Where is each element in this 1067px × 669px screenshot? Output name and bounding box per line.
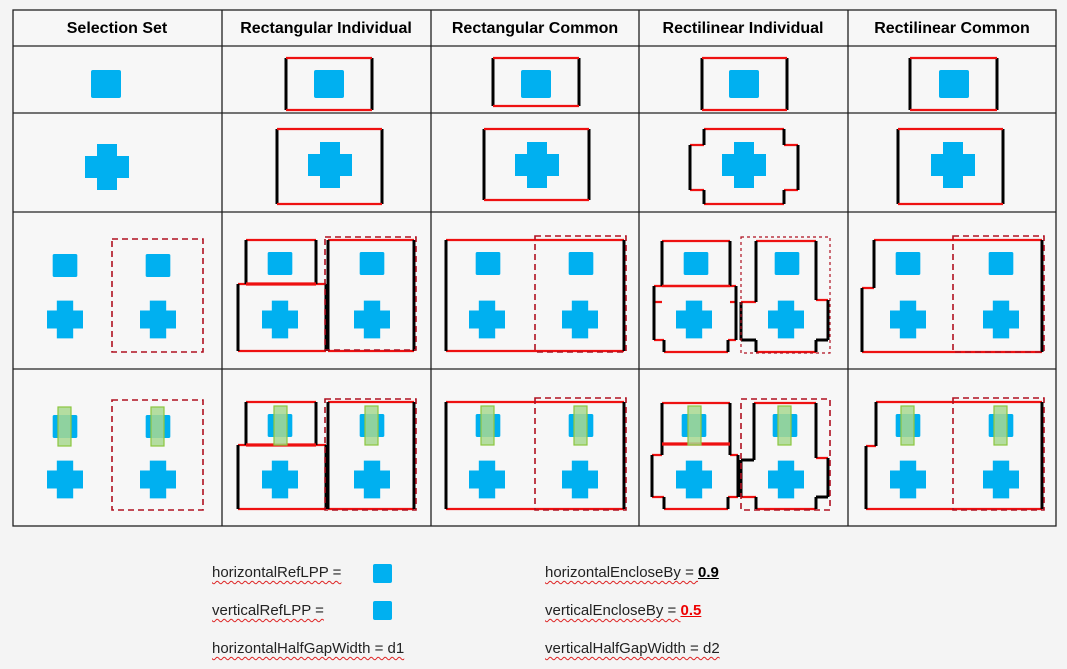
row-1-rectilinear-individual [700, 56, 789, 112]
legend-horizontal-ref: horizontalRefLPP = [212, 564, 341, 581]
row-4-rect-common [444, 397, 627, 511]
horizontal-ref-swatch [373, 564, 392, 583]
row-3-rect-common [444, 235, 627, 353]
header-rectangular-individual: Rectangular Individual [240, 20, 412, 37]
row-4-rectilinear-common [864, 397, 1045, 511]
row-3-rectilinear-common [860, 235, 1045, 354]
row-4-rectilinear-individual [650, 398, 831, 511]
header-rectangular-common: Rectangular Common [452, 20, 618, 37]
legend-vertical-ref: verticalRefLPP = [212, 602, 324, 619]
vertical-enclose-label: verticalEncloseBy = [545, 602, 681, 619]
header-rectilinear-common: Rectilinear Common [874, 20, 1030, 37]
row-2-rectilinear-individual [688, 127, 800, 206]
row-4-selection [47, 399, 204, 511]
row-2-rect-common [482, 127, 591, 202]
row-3-rectilinear-individual [652, 236, 831, 354]
vertical-gap-label: verticalHalfGapWidth = d2 [545, 640, 720, 657]
horizontal-gap-label: horizontalHalfGapWidth = d1 [212, 640, 405, 657]
horizontal-enclose-value: 0.9 [698, 564, 719, 581]
vertical-ref-swatch [373, 601, 392, 620]
legend-horizontal-gap: horizontalHalfGapWidth = d1 [212, 640, 404, 657]
row-3-selection [47, 238, 204, 353]
legend-horizontal-enclose: horizontalEncloseBy = 0.9 [545, 564, 719, 581]
header-rectilinear-individual: Rectilinear Individual [663, 20, 824, 37]
row-1-rectilinear-common [908, 56, 999, 112]
row-2-rect-individual [275, 127, 384, 206]
row-1-selection [91, 70, 121, 98]
legend-vertical-enclose: verticalEncloseBy = 0.5 [545, 602, 701, 619]
vertical-ref-label: verticalRefLPP = [212, 602, 324, 619]
horizontal-ref-label: horizontalRefLPP = [212, 564, 342, 581]
row-1-rect-individual [284, 56, 374, 112]
vertical-enclose-value: 0.5 [680, 602, 702, 619]
legend-vertical-gap: verticalHalfGapWidth = d2 [545, 640, 720, 657]
row-4-rect-individual [236, 398, 417, 511]
table-grid [12, 9, 1057, 527]
row-1-rect-common [491, 56, 581, 108]
horizontal-enclose-label: horizontalEncloseBy = [545, 564, 699, 581]
header-selection-set: Selection Set [67, 20, 168, 37]
row-3-rect-individual [236, 236, 417, 353]
row-2-rectilinear-common [896, 127, 1005, 206]
